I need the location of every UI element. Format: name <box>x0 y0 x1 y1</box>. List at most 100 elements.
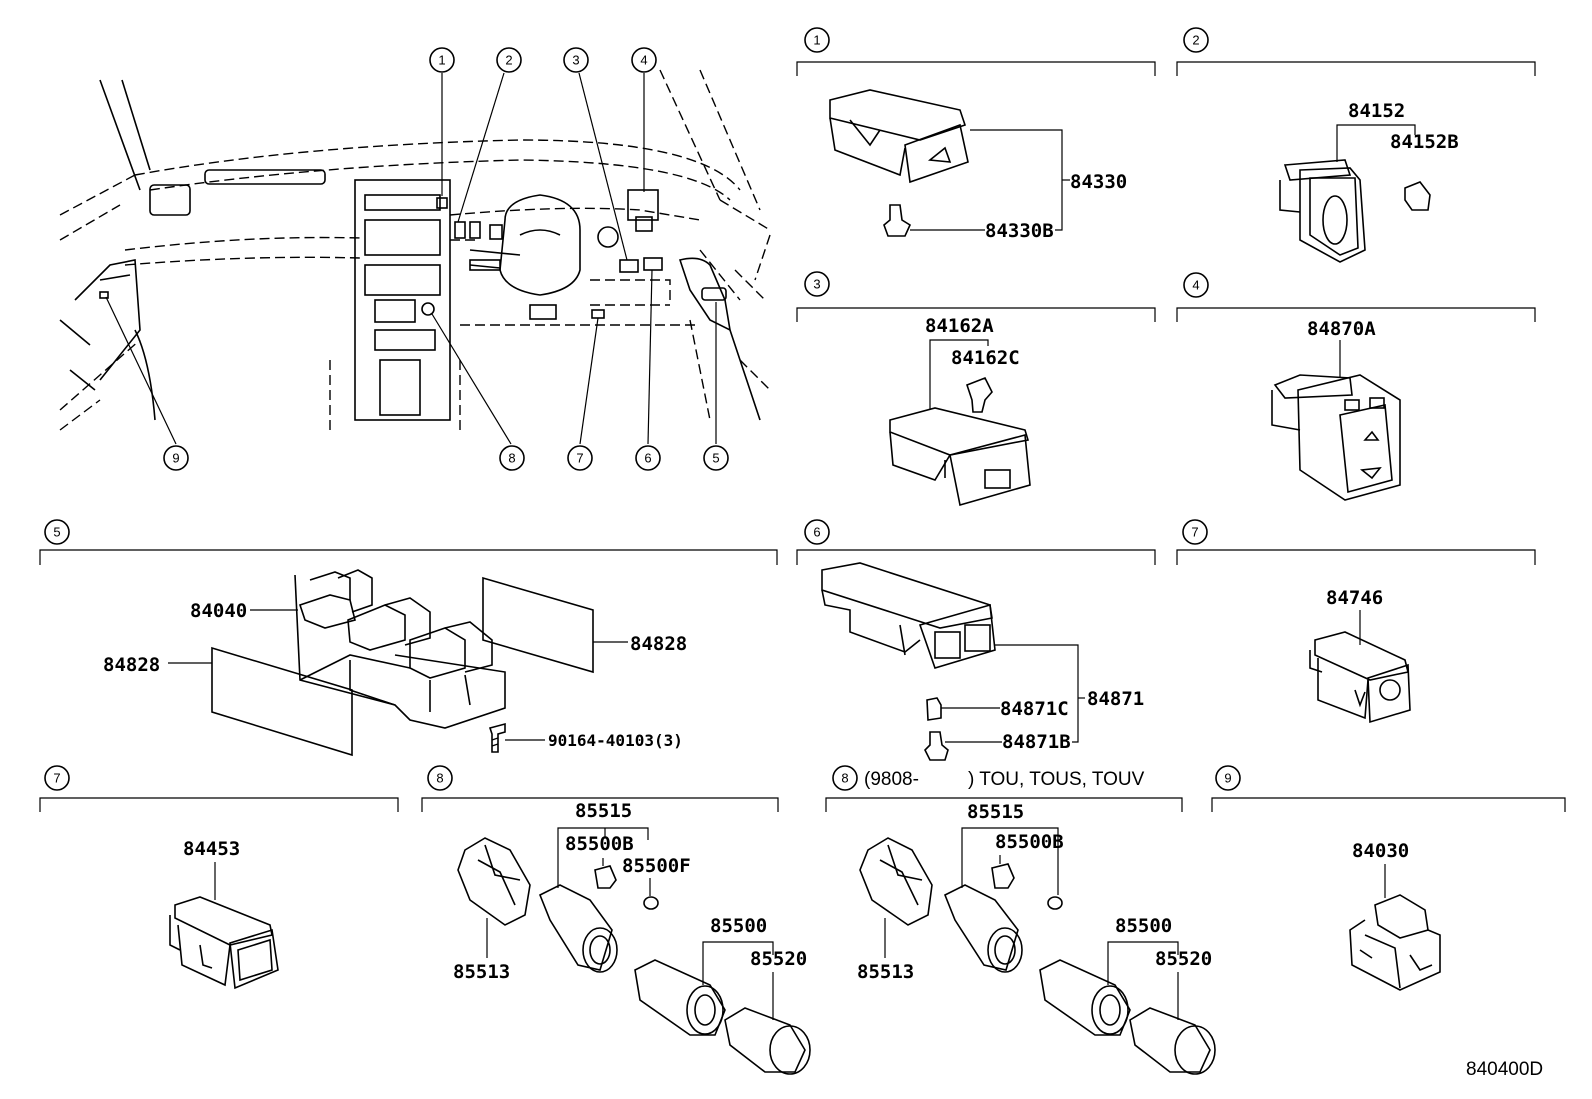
label-84746: 84746 <box>1326 587 1383 609</box>
section-7-upper: 7 84746 <box>1176 519 1536 724</box>
label-84152b: 84152B <box>1390 131 1459 153</box>
label-85500-b: 85500 <box>1115 915 1172 937</box>
lighter-body-85500-b <box>1039 959 1131 1036</box>
svg-text:2: 2 <box>505 53 512 68</box>
svg-text:9: 9 <box>1224 771 1231 786</box>
svg-text:1: 1 <box>438 53 445 68</box>
mirror-control-switch-drawing <box>1271 374 1401 501</box>
hazard-switch-drawing <box>829 89 969 184</box>
dashboard-overview <box>59 69 771 431</box>
section-9: 9 84030 <box>1211 765 1566 991</box>
section-2: 2 84152 84152B <box>1176 27 1536 263</box>
label-84162a: 84162A <box>925 315 994 337</box>
label-85513-a: 85513 <box>453 961 510 983</box>
section-4: 4 84870A <box>1176 272 1536 501</box>
label-84871c: 84871C <box>1000 698 1069 720</box>
svg-text:2: 2 <box>1192 33 1199 48</box>
overview-leaders <box>105 72 717 445</box>
svg-text:7: 7 <box>53 771 60 786</box>
label-84870a: 84870A <box>1307 318 1376 340</box>
svg-text:5: 5 <box>712 451 719 466</box>
svg-text:6: 6 <box>644 451 651 466</box>
power-window-master-switch-drawing <box>294 569 506 729</box>
section-7-lower: 7 84453 <box>39 765 399 990</box>
callout-6: 6 <box>635 445 661 471</box>
seat-heater-switch-drawing <box>821 562 996 669</box>
rear-defog-switch-drawing <box>889 407 1031 507</box>
bulb-85500f-b <box>1047 896 1063 910</box>
bulb-84871b <box>924 731 949 761</box>
bulb-85500b-a <box>594 865 617 889</box>
section-6: 6 84871 84871C 84871B <box>796 519 1156 761</box>
socket-a <box>538 884 618 973</box>
section-5: 5 84040 84828 84828 <box>39 519 778 757</box>
svg-text:1: 1 <box>813 33 820 48</box>
svg-text:4: 4 <box>640 53 647 68</box>
screw-90164 <box>488 722 506 753</box>
callout-8: 8 <box>499 445 525 471</box>
callout-4: 4 <box>631 47 657 73</box>
svg-text:8: 8 <box>436 771 443 786</box>
label-84330b: 84330B <box>985 220 1054 242</box>
label-84330: 84330 <box>1070 171 1127 193</box>
callout-3: 3 <box>563 47 589 73</box>
lighter-knob-85520-a <box>724 1007 811 1075</box>
callout-9: 9 <box>163 445 189 471</box>
callout-5: 5 <box>703 445 729 471</box>
label-84871b: 84871B <box>1002 731 1071 753</box>
svg-text:9: 9 <box>172 451 179 466</box>
lighter-body-85500-a <box>634 959 726 1036</box>
film-84828-right <box>482 576 594 674</box>
label-84871: 84871 <box>1087 688 1144 710</box>
bulb-84162c <box>966 376 993 413</box>
callout-7: 7 <box>567 445 593 471</box>
reference-code: 840400D <box>1466 1059 1543 1080</box>
label-84828-left: 84828 <box>103 654 160 676</box>
label-85513-b: 85513 <box>857 961 914 983</box>
socket-b <box>943 884 1023 973</box>
svg-text:7: 7 <box>1191 525 1198 540</box>
section-1: 1 84330 84330B <box>796 27 1156 242</box>
label-84030: 84030 <box>1352 840 1409 862</box>
lighter-knob-85520-b <box>1129 1007 1216 1075</box>
label-84453: 84453 <box>183 838 240 860</box>
svg-text:5: 5 <box>53 525 60 540</box>
label-90164-40103: 90164-40103(3) <box>548 731 683 750</box>
film-84828-left <box>211 646 353 757</box>
bulb-85500b-b <box>991 863 1015 889</box>
label-85515-b: 85515 <box>967 801 1024 823</box>
svg-text:7: 7 <box>576 451 583 466</box>
note-prefix: (9808- <box>864 769 919 790</box>
overview-callouts: 1 2 3 4 9 8 7 6 5 <box>163 47 729 471</box>
svg-text:6: 6 <box>813 525 820 540</box>
label-84162c: 84162C <box>951 347 1020 369</box>
callout-2: 2 <box>496 47 522 73</box>
section-8b: 8 (9808- ) TOU, TOUS, TOUV 85515 85500B … <box>825 765 1216 1075</box>
svg-text:3: 3 <box>572 53 579 68</box>
label-84040: 84040 <box>190 600 247 622</box>
door-switch-84030-drawing <box>1349 894 1441 991</box>
label-85520-b: 85520 <box>1155 948 1212 970</box>
label-84152: 84152 <box>1348 100 1405 122</box>
svg-text:8: 8 <box>841 771 848 786</box>
label-85500-a: 85500 <box>710 915 767 937</box>
label-85515-a: 85515 <box>575 800 632 822</box>
holder-85513-a <box>457 837 531 926</box>
holder-85513-b <box>859 837 933 926</box>
small-switch-84746-drawing <box>1309 631 1411 724</box>
bulb-84330b <box>883 204 912 237</box>
headlight-leveling-switch-drawing <box>1279 159 1366 263</box>
note-suffix: ) TOU, TOUS, TOUV <box>968 769 1145 790</box>
small-switch-84453-drawing <box>169 896 279 990</box>
svg-text:4: 4 <box>1192 278 1199 293</box>
label-85500b-a: 85500B <box>565 833 634 855</box>
section-8a: 8 85515 85500B 85500F 85513 85500 85520 <box>421 765 811 1075</box>
bulb-84152b <box>1404 181 1431 211</box>
bulb-85500f-a <box>643 896 659 910</box>
section-3: 3 84162A 84162C <box>796 271 1156 507</box>
label-85520-a: 85520 <box>750 948 807 970</box>
svg-text:3: 3 <box>813 277 820 292</box>
label-85500b-b: 85500B <box>995 831 1064 853</box>
bulb-84871c <box>926 697 942 721</box>
